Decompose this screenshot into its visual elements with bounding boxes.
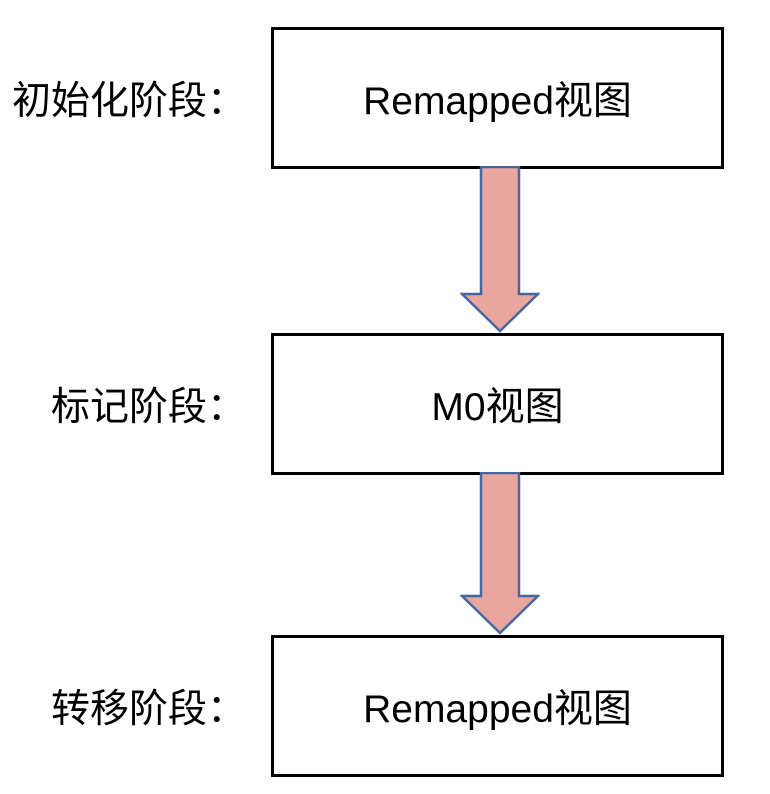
view-box-relocation-text: Remapped视图 xyxy=(363,688,632,731)
down-arrow-2 xyxy=(460,472,540,635)
down-arrow-2-shape xyxy=(460,472,540,635)
view-box-marking-text: M0视图 xyxy=(431,386,564,429)
view-box-initialization-text: Remapped视图 xyxy=(363,80,632,123)
phase-label-marking: 标记阶段： xyxy=(50,386,246,429)
phase-label-relocation: 转移阶段： xyxy=(50,688,246,731)
down-arrow-1 xyxy=(460,166,540,333)
view-box-relocation: Remapped视图 xyxy=(271,635,724,777)
view-box-marking: M0视图 xyxy=(271,333,724,475)
phase-label-initialization: 初始化阶段： xyxy=(11,80,246,123)
down-arrow-1-shape xyxy=(460,166,540,333)
view-box-initialization: Remapped视图 xyxy=(271,27,724,169)
